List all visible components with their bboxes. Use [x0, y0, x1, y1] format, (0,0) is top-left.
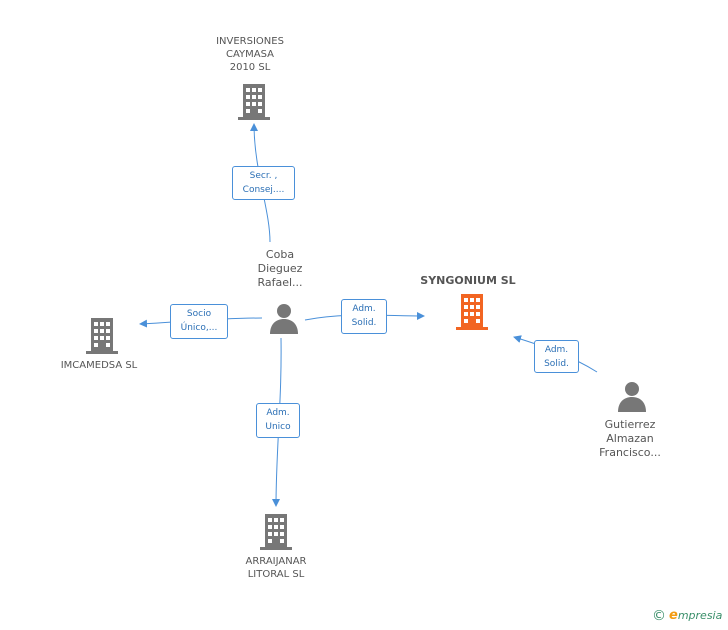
building-icon-highlighted[interactable] [456, 294, 488, 330]
node-label-syngonium[interactable]: SYNGONIUM SL [420, 274, 516, 287]
brand-logo: ©empresia [652, 608, 722, 624]
brand-name: mpresia [677, 609, 723, 622]
node-label-imcamedsa[interactable]: IMCAMEDSA SL [60, 360, 138, 371]
edge-label-adm-solid-coba[interactable]: Adm. Solid. [341, 299, 387, 334]
person-icon[interactable] [268, 302, 300, 334]
building-icon[interactable] [238, 84, 270, 120]
node-label-inversiones[interactable]: INVERSIONES CAYMASA 2010 SL [216, 36, 284, 73]
edge-label-socio[interactable]: Socio Único,... [170, 304, 228, 339]
edge-label-adm-solid-gutierrez[interactable]: Adm. Solid. [534, 340, 579, 373]
building-icon[interactable] [86, 318, 118, 354]
person-icon[interactable] [616, 380, 648, 412]
brand-e: e [669, 608, 678, 623]
edge-label-secr[interactable]: Secr. , Consej.... [232, 166, 295, 200]
node-label-coba[interactable]: Coba Dieguez Rafael... [257, 248, 303, 289]
node-label-gutierrez[interactable]: Gutierrez Almazan Francisco... [599, 418, 661, 459]
copyright-icon: © [652, 608, 666, 624]
building-icon[interactable] [260, 514, 292, 550]
node-label-arraijanar[interactable]: ARRAIJANAR LITORAL SL [245, 556, 307, 580]
edge-label-adm-unico[interactable]: Adm. Unico [256, 403, 300, 438]
